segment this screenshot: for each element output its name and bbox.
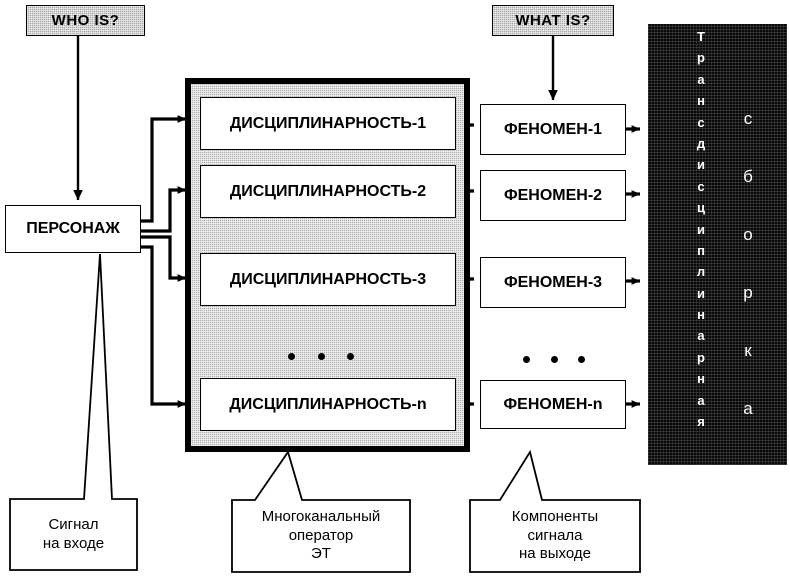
assembly-letter: п: [697, 242, 705, 258]
callout-input-text: Сигнал на входе: [10, 502, 137, 568]
callout-operator-shape: [231, 449, 411, 573]
assembly-letter: а: [697, 71, 705, 87]
callout-input-shape: [9, 253, 138, 571]
callout-output-line-2: сигнала: [527, 526, 583, 544]
assembly-letter: н: [697, 307, 705, 323]
assembly-letter: л: [696, 264, 706, 280]
phenomenon-box-1[interactable]: ФЕНОМЕН-1: [480, 104, 626, 155]
discipline-ellipsis: [288, 352, 354, 360]
question-what-is-label: WHAT IS?: [515, 12, 591, 29]
question-what-is[interactable]: WHAT IS?: [492, 5, 614, 36]
ellipsis-dot: [550, 355, 558, 363]
assembly-letter: а: [697, 328, 705, 344]
assembly-letter: и: [697, 157, 705, 173]
phenomenon-label-1: ФЕНОМЕН-1: [503, 120, 603, 138]
assembly-letter: о: [743, 225, 753, 244]
assembly-letter: я: [697, 414, 705, 430]
discipline-label-2: ДИСЦИПЛИНАРНОСТЬ-2: [229, 182, 427, 200]
callout-operator-line-3: ЭТ: [311, 545, 331, 563]
assembly-letter: и: [697, 285, 705, 301]
ellipsis-dot: [347, 352, 354, 360]
discipline-box-2[interactable]: ДИСЦИПЛИНАРНОСТЬ-2: [200, 165, 456, 218]
discipline-label-n: ДИСЦИПЛИНАРНОСТЬ-n: [229, 395, 427, 413]
assembly-letter: р: [697, 349, 705, 365]
assembly-letter: д: [696, 135, 706, 151]
assembly-letter: р: [697, 50, 705, 66]
phenomenon-ellipsis: [523, 355, 585, 363]
assembly-letter: ц: [697, 200, 705, 216]
discipline-box-3[interactable]: ДИСЦИПЛИНАРНОСТЬ-3: [200, 253, 456, 306]
assembly-letter: с: [697, 178, 705, 194]
assembly-letter: к: [744, 341, 752, 360]
assembly-letter: Т: [697, 29, 705, 44]
assembly-letter: р: [743, 283, 753, 302]
callout-output-shape: [469, 449, 641, 573]
assembly-letter: н: [697, 93, 705, 109]
assembly-letter: б: [743, 167, 753, 186]
callout-output-text: Компоненты сигнала на выходе: [470, 502, 640, 570]
callout-output-line-3: на выходе: [519, 545, 591, 563]
assembly-letter: и: [697, 221, 705, 237]
callout-operator-line-2: оператор: [288, 526, 354, 544]
actor-label: ПЕРСОНАЖ: [26, 220, 120, 237]
actor-box[interactable]: ПЕРСОНАЖ: [5, 205, 141, 253]
assembly-letter: н: [697, 371, 705, 387]
transdisciplinary-assembly-bar: [648, 24, 787, 465]
phenomenon-label-2: ФЕНОМЕН-2: [503, 186, 603, 204]
discipline-label-3: ДИСЦИПЛИНАРНОСТЬ-3: [229, 270, 427, 288]
phenomenon-box-2[interactable]: ФЕНОМЕН-2: [480, 170, 626, 221]
discipline-box-1[interactable]: ДИСЦИПЛИНАРНОСТЬ-1: [200, 97, 456, 150]
ellipsis-dot: [578, 355, 585, 363]
callout-operator-line-1: Многоканальный: [261, 507, 381, 525]
assembly-vertical-title-light: с б о р к а: [738, 110, 758, 458]
discipline-label-1: ДИСЦИПЛИНАРНОСТЬ-1: [229, 114, 427, 132]
ellipsis-dot: [523, 355, 530, 363]
assembly-letter: с: [697, 114, 705, 130]
callout-input-line-1: Сигнал: [48, 516, 99, 534]
discipline-box-n[interactable]: ДИСЦИПЛИНАРНОСТЬ-n: [200, 378, 456, 431]
actor-fanout-connectors: [140, 115, 187, 408]
question-who-is-label: WHO IS?: [51, 12, 120, 29]
phenomenon-box-n[interactable]: ФЕНОМЕН-n: [480, 380, 626, 429]
phenomenon-label-n: ФЕНОМЕН-n: [503, 395, 603, 413]
assembly-letter: а: [697, 392, 705, 408]
callout-operator-text: Многоканальный оператор ЭТ: [232, 502, 410, 570]
phenomenon-label-3: ФЕНОМЕН-3: [503, 273, 603, 291]
phenomenon-to-assembly-arrows: [626, 125, 641, 408]
callout-output-line-1: Компоненты: [511, 507, 599, 525]
phenomenon-box-3[interactable]: ФЕНОМЕН-3: [480, 257, 626, 308]
assembly-letter: а: [743, 399, 753, 418]
ellipsis-dot: [317, 352, 325, 360]
ellipsis-dot: [288, 352, 295, 360]
question-who-is[interactable]: WHO IS?: [26, 5, 145, 36]
callout-input-line-2: на входе: [42, 535, 105, 552]
assembly-letter: с: [743, 109, 753, 128]
